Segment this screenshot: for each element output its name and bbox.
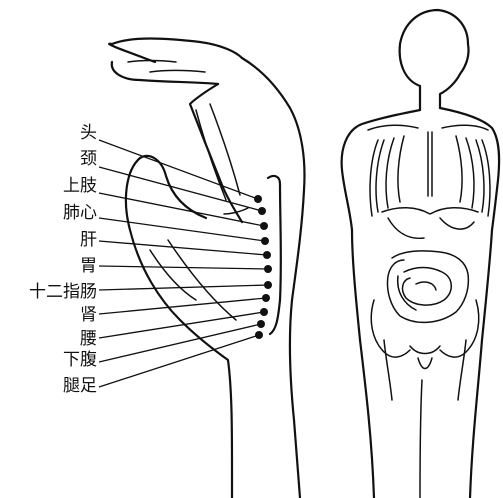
label-lung-heart: 肺心 bbox=[63, 203, 97, 223]
label-leg-foot: 腿足 bbox=[63, 376, 97, 396]
point-leg-foot bbox=[255, 331, 263, 339]
label-head: 头 bbox=[80, 123, 97, 143]
point-liver bbox=[263, 251, 271, 259]
label-lower-abdomen: 下腹 bbox=[63, 350, 97, 370]
point-lung-heart bbox=[261, 237, 269, 245]
point-waist bbox=[260, 308, 268, 316]
point-upper-limb bbox=[260, 222, 268, 230]
label-duodenum: 十二指肠 bbox=[29, 282, 97, 302]
point-head bbox=[254, 195, 262, 203]
label-kidney: 肾 bbox=[80, 305, 97, 325]
point-neck bbox=[258, 207, 266, 215]
label-upper-limb: 上肢 bbox=[63, 176, 97, 196]
leader-head bbox=[99, 140, 258, 199]
leader-liver bbox=[99, 241, 267, 255]
label-neck: 颈 bbox=[80, 149, 97, 169]
label-waist: 腰 bbox=[80, 329, 97, 349]
leader-lower-abdomen bbox=[99, 324, 261, 362]
acupoint-labels: 头 颈 上肢 肺心 肝 胃 十二指肠 肾 腰 下腹 腿足 bbox=[29, 123, 272, 396]
point-lower-abdomen bbox=[257, 320, 265, 328]
leader-duodenum bbox=[99, 285, 268, 290]
point-kidney bbox=[262, 294, 270, 302]
leader-kidney bbox=[99, 298, 266, 314]
leader-waist bbox=[99, 312, 264, 338]
leader-stomach bbox=[99, 266, 268, 269]
point-duodenum bbox=[264, 281, 272, 289]
label-liver: 肝 bbox=[80, 230, 97, 250]
point-stomach bbox=[264, 265, 272, 273]
torso-illustration bbox=[342, 10, 499, 498]
label-stomach: 胃 bbox=[80, 256, 97, 276]
leader-neck bbox=[99, 167, 262, 211]
